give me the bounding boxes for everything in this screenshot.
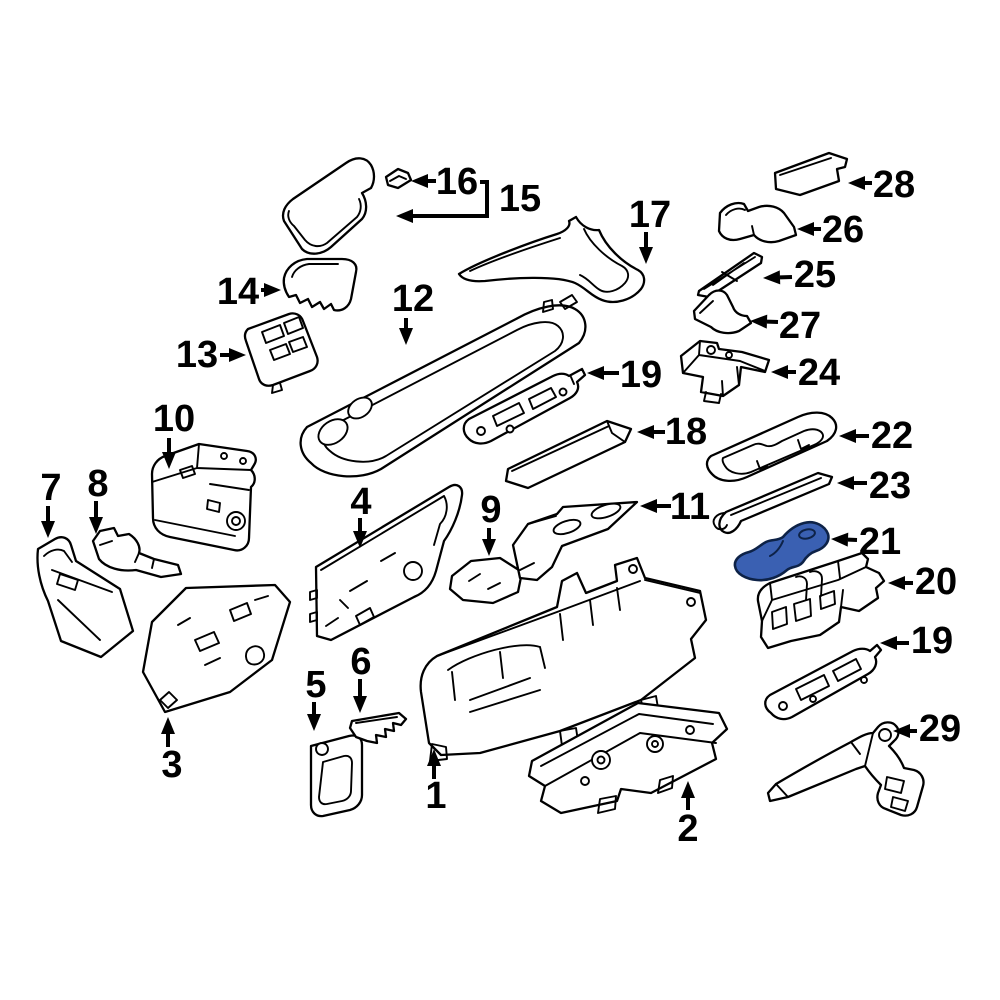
callout-label-19-12: 19 [911,620,953,662]
callout-label-29-13: 29 [919,708,961,750]
callout-arrowhead-8-24 [89,517,103,534]
callout-label-6-27: 6 [350,641,371,683]
part-1-console-frame-drawing [419,556,708,762]
callout-arrowhead-1-28 [427,749,441,766]
callout-arrowhead-2-29 [681,781,695,798]
callout-arrowhead-19-12 [880,636,897,650]
part-26-bracket-drawing [717,201,798,244]
part-16-latch-drawing [384,167,413,190]
callout-label-19-18: 19 [620,354,662,396]
callout-arrowhead-10-17 [162,452,176,469]
callout-arrowhead-19-18 [587,366,604,380]
callout-label-5-26: 5 [305,664,326,706]
callout-label-12-14: 12 [392,278,434,320]
callout-arrowhead-17-2 [639,247,653,264]
callout-label-14-15: 14 [217,271,259,313]
callout-label-22-8: 22 [871,415,913,457]
callout-arrowhead-18-19 [637,425,654,439]
callout-arrowhead-11-20 [640,499,657,513]
callout-arrowhead-21-10 [831,532,849,547]
part-4-side-panel-drawing [309,483,464,642]
callout-arrowhead-14-15 [264,283,281,297]
callout-label-3-25: 3 [161,744,182,786]
part-29-cable-bracket-drawing [766,721,925,817]
callout-label-9-21: 9 [480,489,501,531]
part-7-side-trim-drawing [36,536,135,659]
callout-label-15-1: 15 [499,178,541,220]
part-20-cupholder-unit-drawing [756,551,886,650]
callout-arrowhead-23-9 [837,476,854,490]
part-23-seal-drawing [712,471,834,534]
callout-arrowhead-9-21 [482,539,496,556]
part-15-armrest-lid-drawing [281,157,376,255]
callout-label-11-20: 11 [670,486,710,528]
callout-label-27-6: 27 [779,305,821,347]
part-11-trim-drawing [511,500,639,582]
callout-label-13-16: 13 [176,334,218,376]
callout-arrowhead-7-23 [41,521,55,538]
part-19-left-bracket-drawing [462,367,587,445]
callout-arrowhead-16-0 [411,174,428,188]
callout-label-1-28: 1 [425,775,446,817]
callout-arrowhead-13-16 [229,348,246,362]
callout-label-2-29: 2 [677,808,698,850]
part-2-base-plate-drawing [527,701,729,815]
callout-label-26-4: 26 [822,209,864,251]
part-drawings [36,151,925,818]
callout-arrowhead-27-6 [750,314,768,329]
part-9-pad-drawing [448,556,524,605]
callout-label-4-22: 4 [350,481,371,523]
callout-arrowhead-3-25 [161,717,175,734]
callout-arrowhead-25-5 [763,270,781,285]
part-3-side-panel-drawing [141,583,292,714]
callout-label-28-3: 28 [873,164,915,206]
callout-arrowhead-12-14 [399,328,413,345]
callout-arrowhead-22-8 [839,429,856,443]
callout-arrow-15-1 [413,180,489,218]
part-28-strip-drawing [773,151,849,197]
callout-label-23-9: 23 [869,465,911,507]
callout-arrowhead-20-11 [888,576,905,590]
callout-label-24-7: 24 [798,352,840,394]
callout-label-17-2: 17 [629,194,671,236]
callout-label-16-0: 16 [436,161,478,203]
callout-arrowhead-5-26 [307,714,321,731]
part-24-bracket-drawing [679,339,771,404]
callout-label-7-23: 7 [40,467,61,509]
part-19-right-bracket-drawing [764,643,883,721]
part-21-highlighted-mat-drawing [733,520,830,582]
part-10-bracket-drawing [150,442,257,552]
part-25-strip-drawing [696,251,764,299]
part-18-trim-strip-drawing [504,419,633,490]
part-12-console-top-trim-drawing [299,294,587,478]
callout-label-10-17: 10 [153,398,195,440]
part-13-switch-panel-drawing [243,312,319,394]
callout-arrowhead-15-1 [396,209,413,223]
callout-arrowhead-4-22 [353,531,367,548]
part-17-rear-trim-drawing [457,215,646,304]
callout-arrowhead-29-13 [893,724,910,738]
callout-label-25-5: 25 [794,254,836,296]
part-5-gasket-drawing [309,734,364,818]
part-6-clip-strip-drawing [348,711,408,745]
callout-label-18-19: 18 [665,411,707,453]
callout-label-20-11: 20 [915,561,957,603]
callout-label-21-10: 21 [859,521,901,563]
part-8-bracket-drawing [91,526,183,579]
callout-arrowhead-6-27 [353,696,367,713]
callout-arrowhead-24-7 [771,365,788,379]
part-27-strip-drawing [692,289,753,335]
callout-arrowhead-26-4 [797,222,814,236]
part-22-cupholder-bezel-drawing [705,411,838,482]
callout-arrowhead-28-3 [848,176,865,190]
callout-label-8-24: 8 [87,463,108,505]
part-14-cover-drawing [282,257,358,312]
